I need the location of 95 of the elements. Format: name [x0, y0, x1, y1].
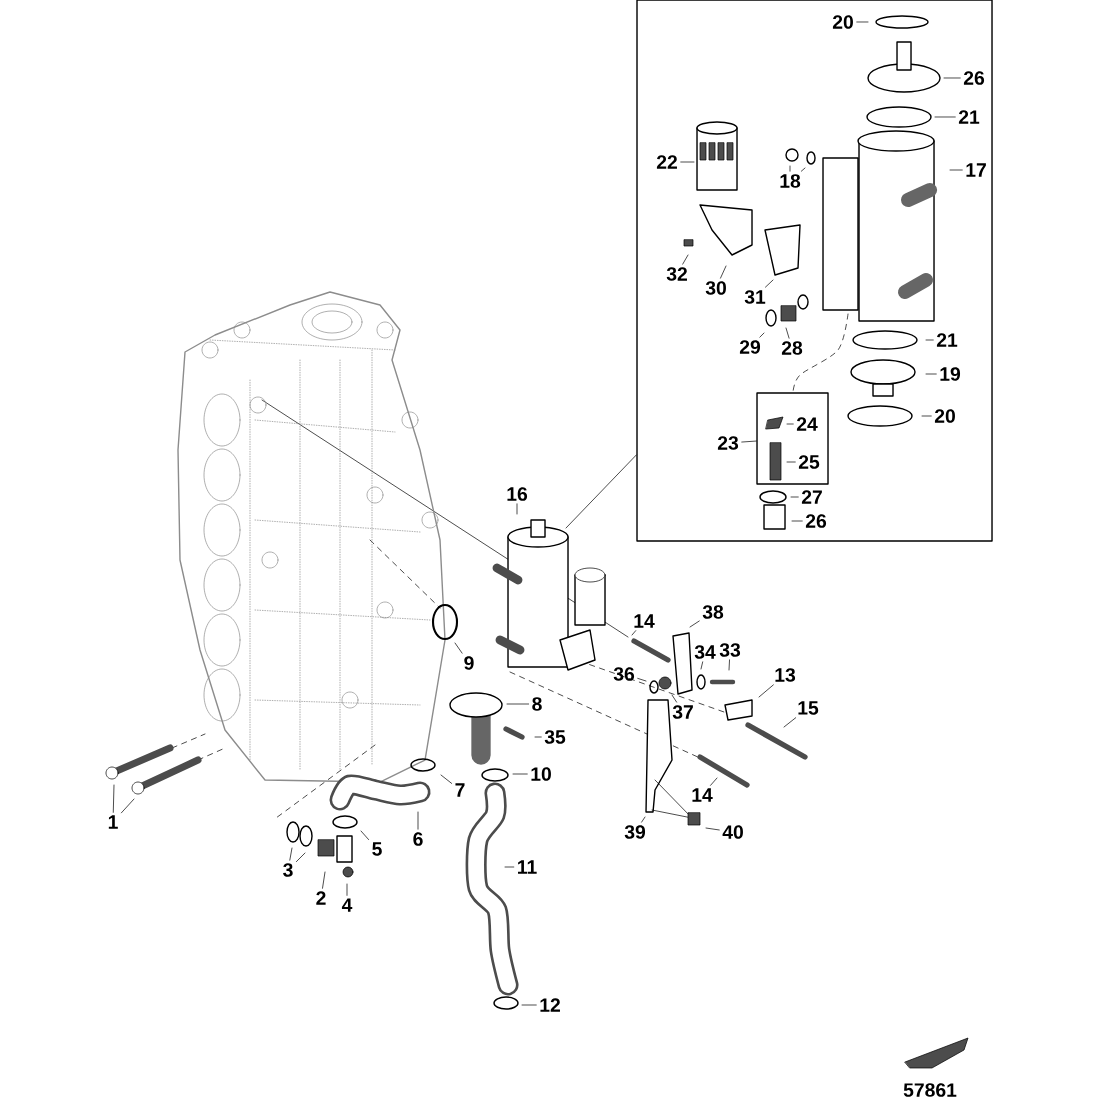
leader-line: [921, 415, 932, 417]
callout-number: 33: [719, 643, 741, 657]
callout-number: 20: [832, 15, 853, 29]
callout-number: 20: [934, 409, 955, 423]
leader-line: [637, 678, 647, 682]
callout-number: 26: [963, 71, 985, 85]
leader-line: [504, 866, 515, 868]
leader-line: [783, 717, 797, 728]
leader-line: [786, 461, 796, 463]
leader-line: [801, 167, 806, 172]
callout-number: 7: [455, 783, 465, 797]
callout-number: 25: [798, 455, 820, 469]
callout-number: 14: [634, 614, 655, 628]
leader-line: [360, 830, 369, 840]
callout-number: 38: [702, 605, 724, 619]
callout-number: 15: [798, 701, 819, 715]
leader-line: [121, 798, 135, 814]
leader-line: [728, 659, 730, 671]
leader-line: [454, 642, 463, 654]
leader-line: [789, 165, 791, 172]
callout-number: 40: [722, 825, 743, 839]
callout-number: 8: [532, 697, 542, 711]
leader-line: [785, 327, 790, 339]
callout-number: 23: [717, 436, 739, 450]
figure-number: 57861: [903, 1083, 957, 1097]
callout-number: 32: [666, 267, 687, 281]
callout-number: 29: [739, 340, 761, 354]
callout-number: 6: [413, 832, 423, 846]
callout-number: 10: [531, 767, 551, 781]
leader-line: [506, 703, 529, 705]
leader-line: [943, 77, 961, 79]
leader-line: [689, 620, 700, 628]
callout-number: 17: [966, 163, 986, 177]
callout-number: 27: [801, 490, 822, 504]
leader-line: [759, 332, 765, 338]
leader-line: [856, 21, 869, 23]
leader-line: [289, 847, 293, 861]
callout-number: 5: [372, 842, 382, 856]
leader-line: [791, 520, 803, 522]
callout-number: 21: [936, 333, 958, 347]
leader-line: [680, 161, 695, 163]
callout-number: 31: [744, 290, 766, 304]
callout-number: 1: [108, 815, 118, 829]
callout-number: 4: [341, 898, 353, 912]
callout-number: 30: [705, 281, 726, 295]
leader-line: [925, 339, 934, 341]
inset-frame: [636, 0, 993, 542]
callout-number: 18: [780, 174, 801, 188]
leader-line: [631, 630, 637, 636]
leader-line: [521, 1004, 537, 1006]
callout-number: 19: [940, 367, 961, 381]
leader-line: [671, 694, 677, 703]
leader-line: [934, 116, 956, 118]
callout-number: 39: [624, 825, 646, 839]
leader-line: [949, 169, 963, 171]
leader-line: [512, 773, 528, 775]
callout-number: 24: [796, 417, 818, 431]
leader-line: [790, 496, 799, 498]
callout-number: 2: [316, 891, 326, 905]
callout-number: 11: [518, 860, 537, 874]
leader-line: [765, 279, 774, 288]
callout-number: 35: [544, 730, 566, 744]
callout-number: 26: [805, 514, 827, 528]
callout-number: 9: [464, 656, 474, 670]
callout-number: 13: [775, 668, 796, 682]
leader-line: [682, 254, 689, 265]
callout-number: 28: [781, 341, 803, 355]
leader-line: [741, 440, 757, 443]
leader-line: [925, 373, 937, 375]
leader-line: [641, 816, 646, 823]
leader-line: [720, 265, 727, 279]
leader-line: [534, 736, 542, 738]
leader-line: [705, 827, 720, 831]
callout-number: 14: [692, 788, 713, 802]
callout-number: 3: [283, 863, 293, 877]
leader-line: [440, 774, 452, 784]
leader-line: [417, 811, 419, 830]
leader-line: [322, 871, 326, 889]
leader-line: [112, 784, 115, 813]
leader-line: [296, 852, 306, 862]
callout-number: 34: [694, 645, 716, 659]
callout-number: 22: [656, 155, 677, 169]
callout-number: 21: [958, 110, 980, 124]
callout-number: 16: [507, 487, 528, 501]
leader-line: [700, 661, 704, 670]
kit-frame: [756, 392, 829, 485]
callout-number: 37: [672, 705, 693, 719]
leader-line: [565, 454, 637, 529]
leader-line: [516, 503, 518, 515]
callout-number: 12: [540, 998, 560, 1012]
leader-line: [758, 684, 774, 698]
leader-line: [786, 423, 794, 425]
leader-line: [710, 777, 718, 786]
leader-line: [346, 883, 348, 896]
callout-number: 36: [613, 667, 635, 681]
